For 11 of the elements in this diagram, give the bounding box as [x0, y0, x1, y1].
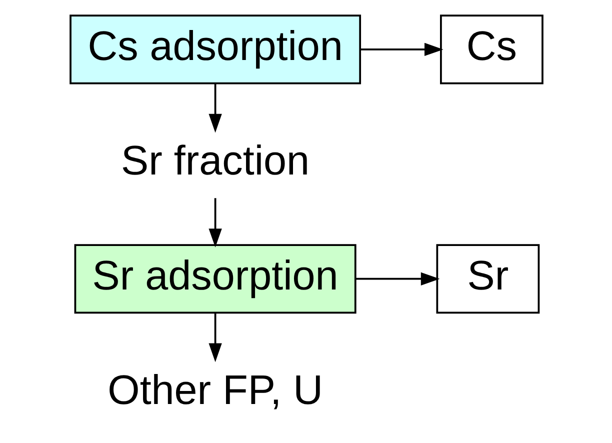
arrow — [355, 272, 440, 286]
arrow — [208, 198, 222, 248]
node-box: Sr adsorption — [74, 244, 356, 314]
node-text: Sr fraction — [120, 138, 310, 184]
node-box: Cs — [440, 14, 543, 84]
node-text: Other FP, U — [107, 367, 322, 414]
arrow — [360, 42, 443, 56]
node-box: Cs adsorption — [69, 14, 361, 84]
arrow — [208, 312, 222, 362]
arrow — [208, 83, 222, 133]
node-box: Sr — [436, 244, 540, 314]
